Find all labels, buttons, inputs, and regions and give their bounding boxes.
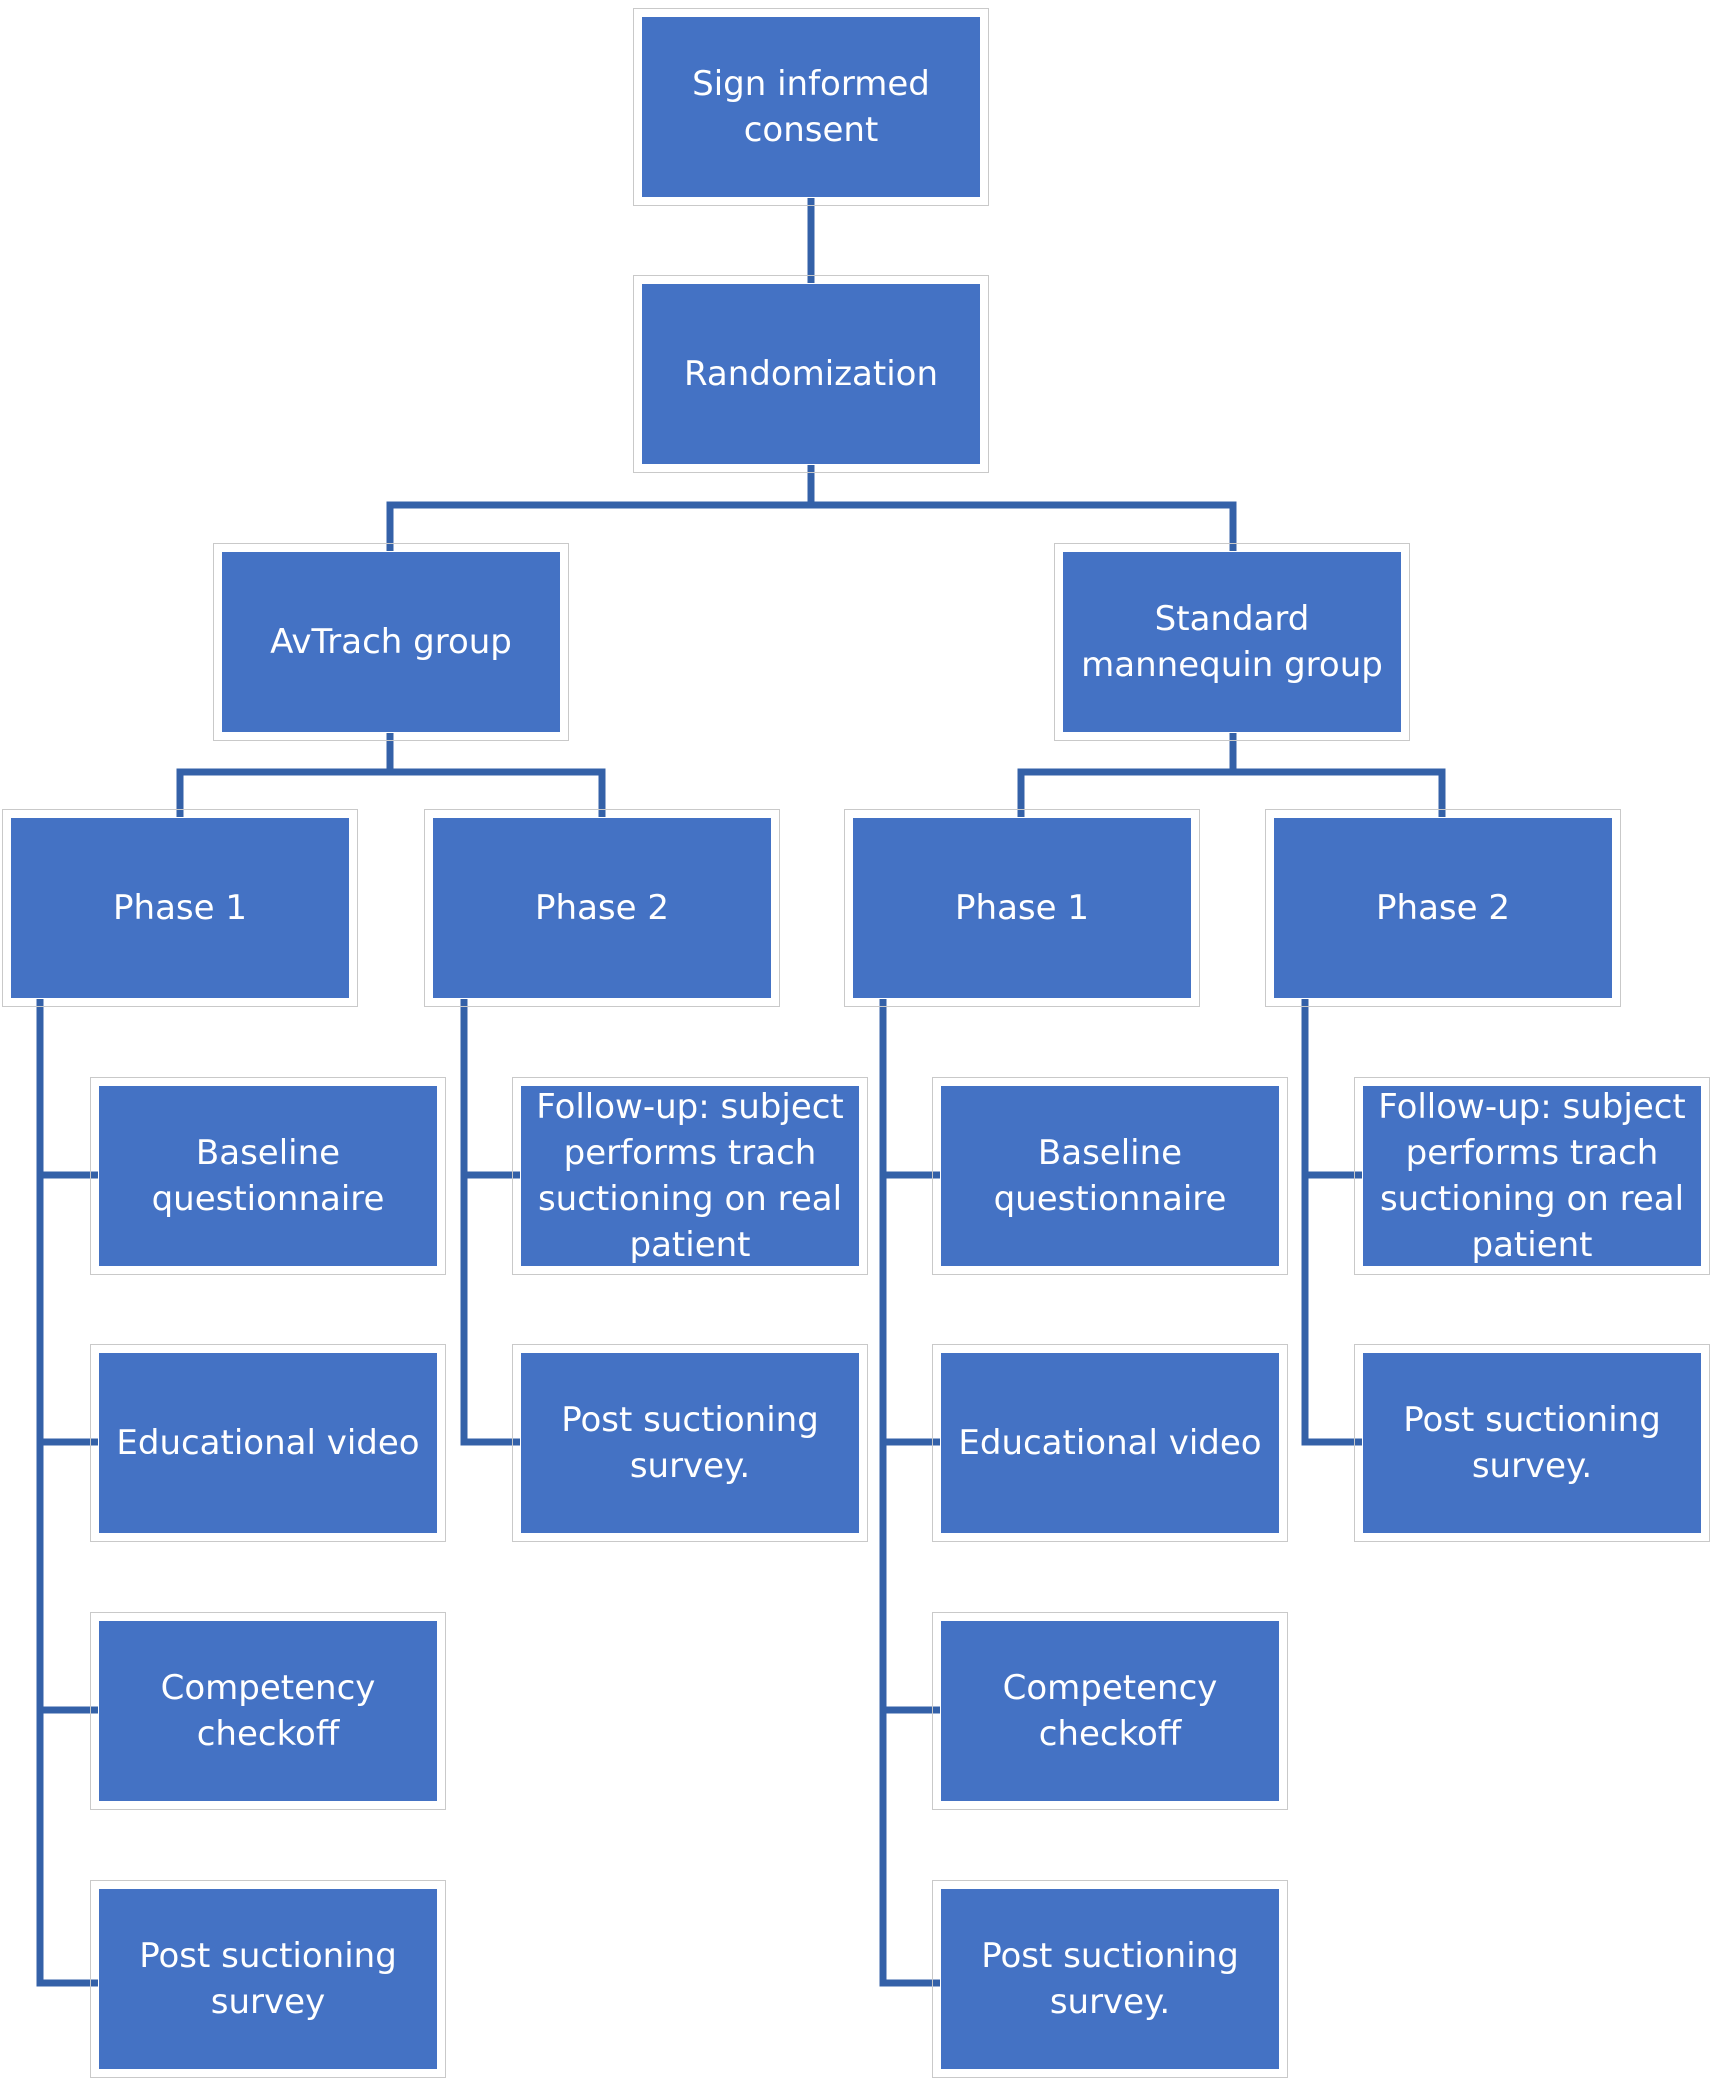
standard-group-label: Standard mannequin group <box>1081 599 1383 685</box>
standard-p2-step-box: Follow-up: subject performs trach suctio… <box>1354 1077 1710 1275</box>
standard-p2-step-box: Post suctioning survey. <box>1354 1344 1710 1542</box>
avtrach-phase2-label: Phase 2 <box>535 888 669 928</box>
avtrach-p1-step-label: Competency checkoff <box>160 1668 376 1754</box>
standard-p1-step-box: Post suctioning survey. <box>932 1880 1288 2078</box>
avtrach-p1-step-label: Baseline questionnaire <box>151 1133 385 1219</box>
randomization-box: Randomization <box>633 275 989 473</box>
avtrach-p2-step-label: Follow-up: subject performs trach suctio… <box>536 1087 844 1265</box>
standard-p1-step-box: Competency checkoff <box>932 1612 1288 1810</box>
avtrach-p1-step-label: Educational video <box>116 1423 420 1463</box>
avtrach-group-box: AvTrach group <box>213 543 569 741</box>
avtrach-p1-step-box: Baseline questionnaire <box>90 1077 446 1275</box>
standard-group-box: Standard mannequin group <box>1054 543 1410 741</box>
avtrach-p1-step-box: Educational video <box>90 1344 446 1542</box>
standard-p2-step-label: Post suctioning survey. <box>1403 1400 1661 1486</box>
consent-label: Sign informed consent <box>692 64 930 150</box>
avtrach-p2-step-box: Follow-up: subject performs trach suctio… <box>512 1077 868 1275</box>
randomization-label: Randomization <box>683 354 939 394</box>
standard-p1-step-box: Educational video <box>932 1344 1288 1542</box>
standard-p1-step-label: Competency checkoff <box>1002 1668 1218 1754</box>
avtrach-p1-step-label: Post suctioning survey <box>139 1936 397 2022</box>
avtrach-phase1-box: Phase 1 <box>2 809 358 1007</box>
standard-p1-step-label: Post suctioning survey. <box>981 1936 1239 2022</box>
avtrach-p1-step-box: Post suctioning survey <box>90 1880 446 2078</box>
standard-p1-step-label: Educational video <box>958 1423 1262 1463</box>
avtrach-p1-step-box: Competency checkoff <box>90 1612 446 1810</box>
standard-phase2-label: Phase 2 <box>1376 888 1510 928</box>
avtrach-group-label: AvTrach group <box>270 622 512 662</box>
consent-box: Sign informed consent <box>633 8 989 206</box>
avtrach-phase1-label: Phase 1 <box>113 888 247 928</box>
standard-phase1-label: Phase 1 <box>955 888 1089 928</box>
avtrach-p2-step-box: Post suctioning survey. <box>512 1344 868 1542</box>
standard-p1-step-box: Baseline questionnaire <box>932 1077 1288 1275</box>
avtrach-p2-step-label: Post suctioning survey. <box>561 1400 819 1486</box>
standard-phase1-box: Phase 1 <box>844 809 1200 1007</box>
avtrach-phase2-box: Phase 2 <box>424 809 780 1007</box>
standard-p1-step-label: Baseline questionnaire <box>993 1133 1227 1219</box>
standard-phase2-box: Phase 2 <box>1265 809 1621 1007</box>
standard-p2-step-label: Follow-up: subject performs trach suctio… <box>1378 1087 1686 1265</box>
